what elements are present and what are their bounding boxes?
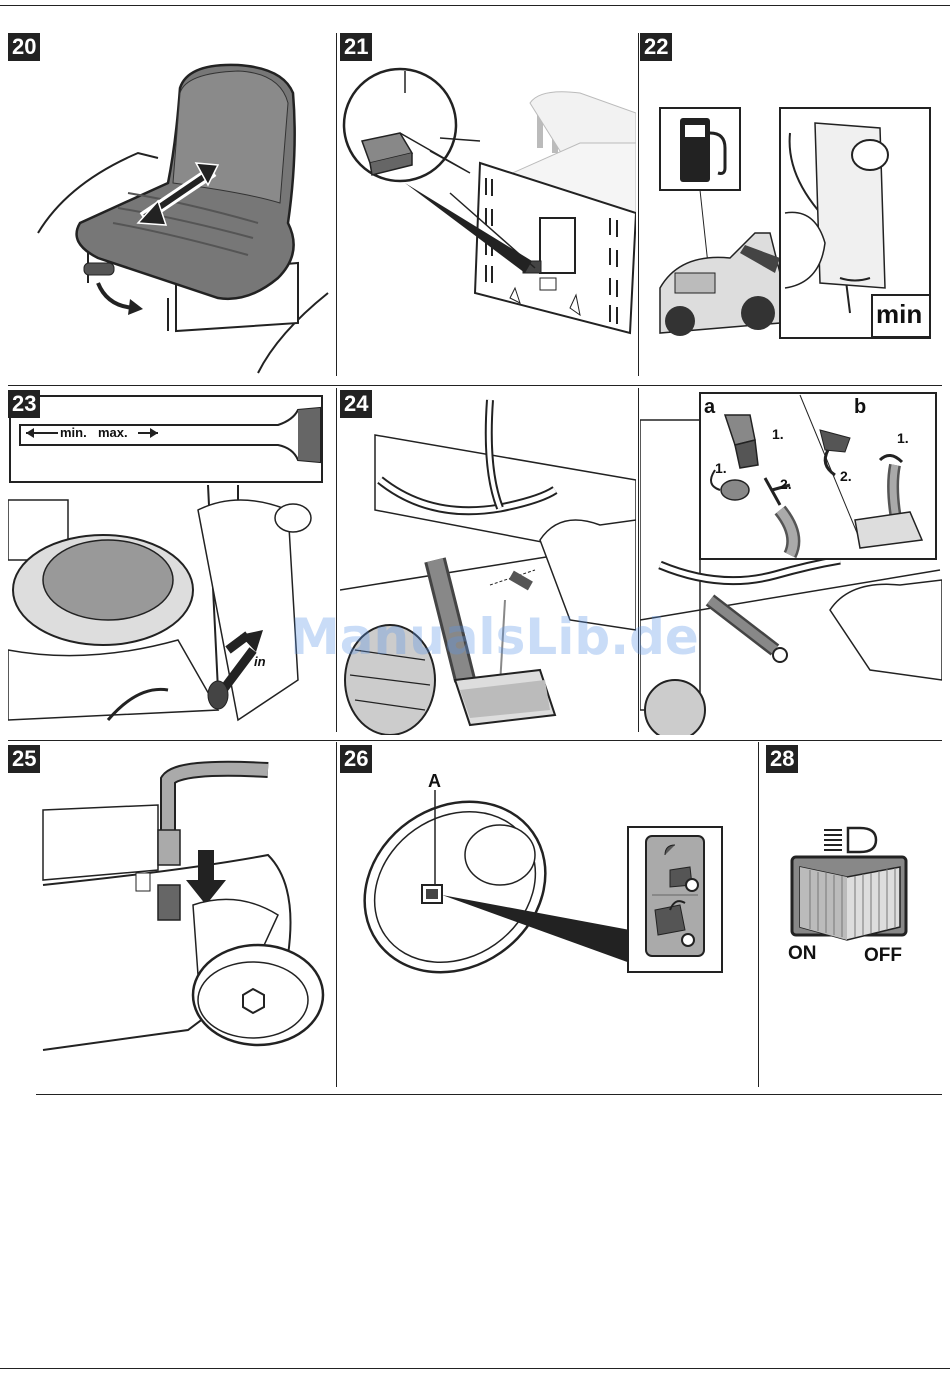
tank-mark: in (254, 654, 266, 669)
switch-on-label: ON (788, 943, 817, 965)
step-2-b: 2. (840, 468, 852, 484)
figure-28: 28 ON OFF (760, 745, 942, 1090)
dipstick-illustration (8, 390, 334, 735)
col-divider-1 (336, 33, 337, 376)
figure-number: 22 (640, 33, 672, 61)
col-divider-5 (336, 742, 337, 1087)
switch-off-label: OFF (864, 945, 902, 967)
seat-switch-illustration (340, 33, 636, 378)
control-panel-illustration (340, 745, 756, 1090)
bottom-rule (0, 1368, 950, 1369)
figure-25: 25 (8, 745, 334, 1090)
figure-number: 24 (340, 390, 372, 418)
figure-20: 20 (8, 33, 334, 378)
figure-number: 20 (8, 33, 40, 61)
step-1-b: 1. (897, 430, 909, 446)
figure-24-detail: a b 1. 1. 2. 2. 1. (640, 390, 942, 735)
min-label: min (876, 299, 922, 330)
top-rule (0, 5, 950, 6)
figure-number: 25 (8, 745, 40, 773)
label-b: b (854, 396, 866, 419)
col-divider-2 (638, 33, 639, 376)
headlight-icon (824, 828, 876, 852)
figure-22: 22 min (640, 33, 942, 378)
figure-23: 23 min. max. in (8, 390, 334, 735)
oil-drain-illustration (340, 390, 636, 735)
callout-a: A (428, 771, 441, 792)
col-divider-4 (638, 388, 639, 732)
col-divider-6 (758, 742, 759, 1087)
figure-24: 24 (340, 390, 636, 735)
light-switch-illustration (760, 745, 942, 1090)
row-divider-3 (36, 1094, 942, 1095)
step-2-a: 2. (780, 476, 792, 492)
figure-21: 21 (340, 33, 636, 378)
figure-number: 28 (766, 745, 798, 773)
deck-wash-illustration (8, 745, 334, 1090)
figure-number: 26 (340, 745, 372, 773)
figure-number: 21 (340, 33, 372, 61)
seat-illustration (8, 33, 334, 378)
dipstick-max: max. (98, 425, 128, 440)
label-a: a (704, 396, 715, 419)
watermark: ManualsLib.de (290, 608, 699, 666)
figure-number: 23 (8, 390, 40, 418)
row-divider-2 (8, 740, 942, 741)
figure-26: 26 A (340, 745, 756, 1090)
step-1-a: 1. (772, 426, 784, 442)
row-divider-1 (8, 385, 942, 386)
step-1-a2: 1. (715, 460, 727, 476)
dipstick-min: min. (60, 425, 87, 440)
col-divider-3 (336, 388, 337, 732)
